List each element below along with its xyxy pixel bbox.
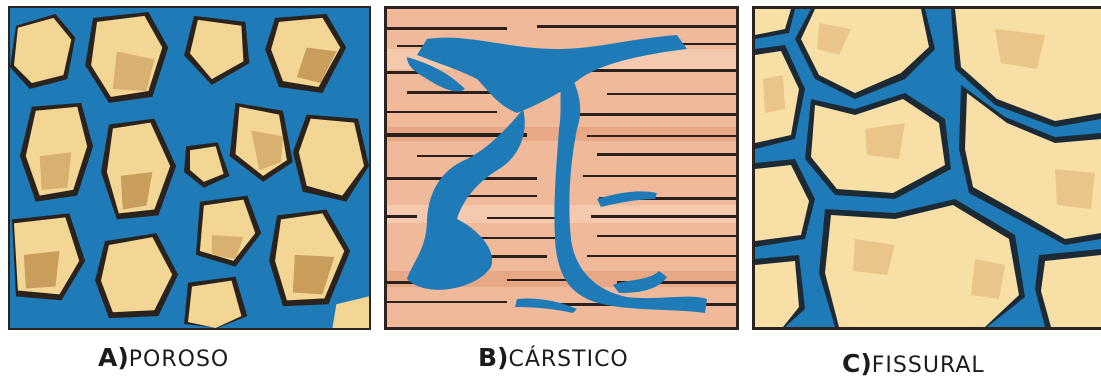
karst-limestone-drawing xyxy=(387,9,736,327)
caption-word-fissural: FISSURAL xyxy=(872,353,985,378)
caption-letter-a: A) xyxy=(98,343,129,372)
porous-aquifer-illustration xyxy=(8,6,371,330)
fissured-rock-drawing xyxy=(755,9,1101,327)
fissured-aquifer-illustration xyxy=(752,6,1101,330)
caption-word-poroso: POROSO xyxy=(129,347,229,372)
karst-aquifer-illustration xyxy=(384,6,739,330)
caption-letter-c: C) xyxy=(842,349,872,378)
caption-fissural: C)FISSURAL xyxy=(842,349,985,378)
caption-letter-b: B) xyxy=(478,343,508,372)
caption-word-carstico: CÁRSTICO xyxy=(508,347,628,372)
caption-carstico: B)CÁRSTICO xyxy=(478,343,629,372)
porous-grains-drawing xyxy=(10,8,369,328)
caption-poroso: A)POROSO xyxy=(98,343,229,372)
